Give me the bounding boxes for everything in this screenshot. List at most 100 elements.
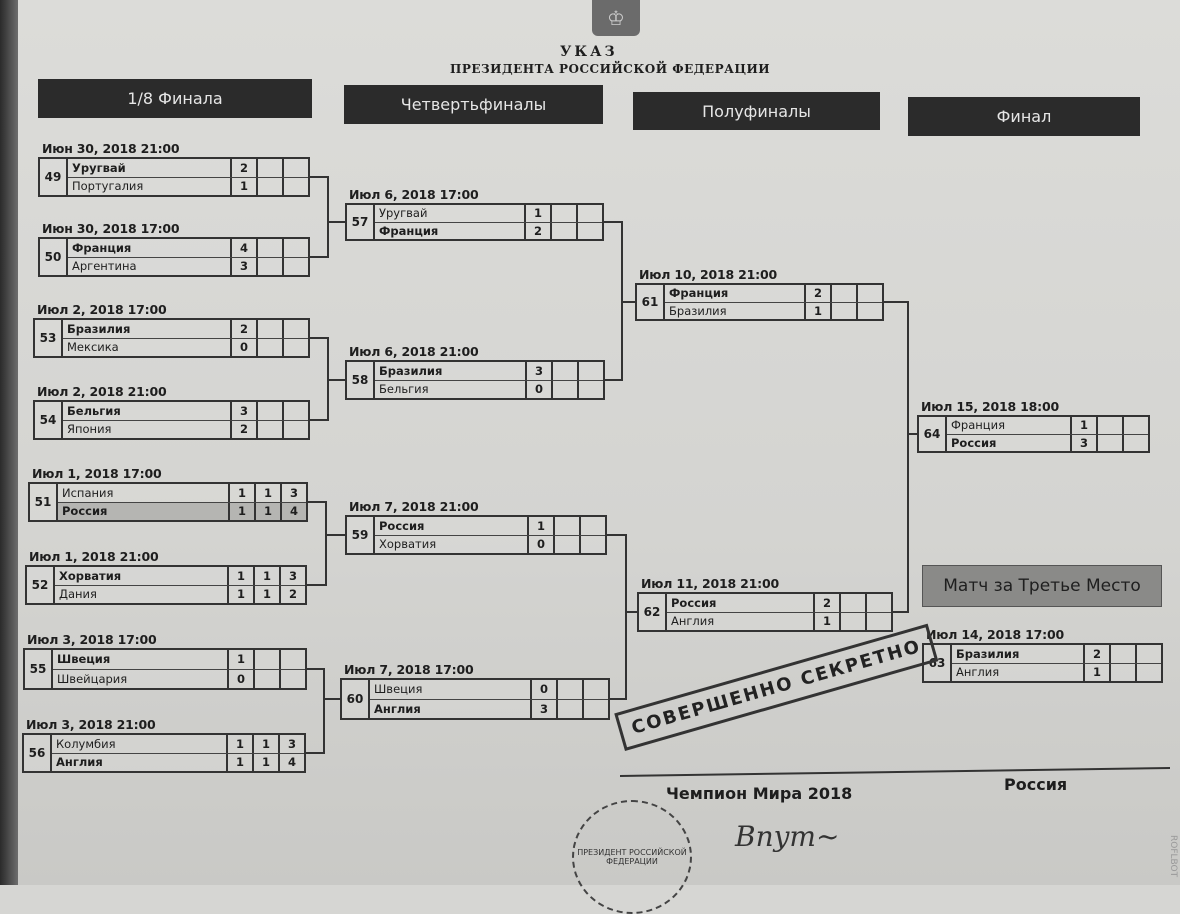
- score-cell: [576, 205, 602, 222]
- score-cell: 1: [252, 753, 278, 771]
- team-name: Дания: [59, 587, 97, 602]
- score-cell: 1: [1070, 417, 1096, 434]
- score-cell: [1096, 434, 1122, 451]
- score-cell: 4: [278, 753, 304, 771]
- score-cell: 1: [253, 567, 279, 585]
- score-cell: [582, 680, 608, 699]
- team-name: Россия: [671, 595, 717, 610]
- score-cell: 1: [813, 612, 839, 630]
- team-name: Уругвай: [72, 160, 126, 175]
- score-cell: [553, 535, 579, 553]
- score-cell: [556, 699, 582, 718]
- team-name: Франция: [669, 286, 729, 301]
- score-cell: [279, 650, 305, 669]
- team-name: Англия: [671, 614, 715, 629]
- score-cell: 1: [804, 302, 830, 319]
- match-date: Июл 6, 2018 21:00: [349, 344, 479, 359]
- team-name: Россия: [62, 504, 108, 519]
- match-number: 63: [924, 645, 952, 681]
- score-cell: 2: [813, 594, 839, 612]
- score-cell: 1: [228, 484, 254, 502]
- header-semifinals: Полуфиналы: [633, 92, 880, 130]
- match-number: 62: [639, 594, 667, 630]
- team-name: Бразилия: [67, 321, 131, 336]
- score-cell: 0: [227, 669, 253, 688]
- score-cell: 1: [253, 585, 279, 603]
- seal-text: ПРЕЗИДЕНТ РОССИЙСКОЙ ФЕДЕРАЦИИ: [577, 848, 687, 866]
- score-cell: [553, 517, 579, 535]
- score-cell: [577, 380, 603, 398]
- score-cell: [282, 257, 308, 275]
- score-cell: [282, 402, 308, 420]
- emblem-icon: ♔: [592, 0, 640, 36]
- score-cell: 3: [530, 699, 556, 718]
- watermark: ROFLBOT: [1168, 835, 1178, 878]
- score-cell: [1109, 663, 1135, 681]
- score-cell: 1: [1083, 663, 1109, 681]
- score-cell: 3: [279, 567, 305, 585]
- team-name: Испания: [62, 485, 114, 500]
- score-cell: [1135, 645, 1161, 663]
- score-cell: 1: [228, 502, 254, 520]
- score-cell: [256, 420, 282, 438]
- score-cell: [576, 222, 602, 239]
- score-cell: 2: [230, 159, 256, 177]
- match-date: Июл 2, 2018 17:00: [37, 302, 167, 317]
- signature: Bnym~: [735, 820, 840, 853]
- header-quarterfinals: Четвертьфиналы: [344, 85, 603, 124]
- team-row: Уругвай 2: [68, 159, 308, 178]
- match-date: Июл 7, 2018 21:00: [349, 499, 479, 514]
- score-cell: [282, 338, 308, 356]
- match-number: 58: [347, 362, 375, 398]
- champion-label: Чемпион Мира 2018: [666, 784, 853, 803]
- team-name: Япония: [67, 422, 112, 437]
- match-date: Июл 1, 2018 17:00: [32, 466, 162, 481]
- match-number: 57: [347, 205, 375, 239]
- match-date: Июл 15, 2018 18:00: [921, 399, 1059, 414]
- score-cell: [282, 177, 308, 195]
- score-cell: [256, 338, 282, 356]
- score-cell: 3: [278, 735, 304, 753]
- match-date: Июл 11, 2018 21:00: [641, 576, 779, 591]
- score-cell: [551, 380, 577, 398]
- score-cell: [1096, 417, 1122, 434]
- score-cell: 1: [254, 484, 280, 502]
- score-cell: 2: [1083, 645, 1109, 663]
- match-date: Июл 10, 2018 21:00: [639, 267, 777, 282]
- score-cell: 1: [230, 177, 256, 195]
- match-number: 53: [35, 320, 63, 356]
- match-date: Июл 2, 2018 21:00: [37, 384, 167, 399]
- score-cell: [282, 320, 308, 338]
- team-name: Бельгия: [67, 403, 121, 418]
- score-cell: [551, 362, 577, 380]
- match-date: Июл 3, 2018 21:00: [26, 717, 156, 732]
- score-cell: [282, 239, 308, 257]
- team-name: Мексика: [67, 340, 119, 355]
